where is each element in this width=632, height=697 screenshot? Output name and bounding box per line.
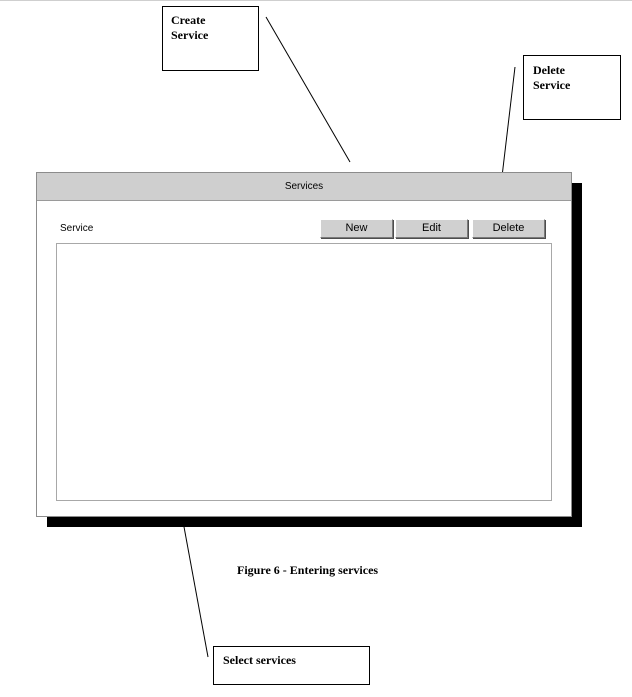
callout-select-services-text: Select services [223, 653, 296, 667]
delete-button[interactable]: Delete [472, 219, 545, 238]
figure-caption: Figure 6 - Entering services [237, 563, 379, 577]
window-title: Services [37, 173, 571, 201]
callout-create-service: Create Service [162, 6, 259, 71]
services-window: Services Service New Edit Delete [36, 172, 572, 517]
create-service-connector [265, 16, 351, 163]
top-rule [0, 0, 632, 1]
new-button[interactable]: New [320, 219, 393, 238]
callout-select-services: Select services [213, 646, 370, 685]
service-list[interactable] [56, 243, 552, 501]
delete-service-connector [500, 66, 516, 186]
edit-button[interactable]: Edit [395, 219, 468, 238]
callout-create-service-text: Create Service [171, 13, 209, 42]
callout-delete-service-text: Delete Service [533, 63, 571, 92]
service-label: Service [60, 223, 94, 234]
callout-delete-service: Delete Service [523, 55, 621, 120]
